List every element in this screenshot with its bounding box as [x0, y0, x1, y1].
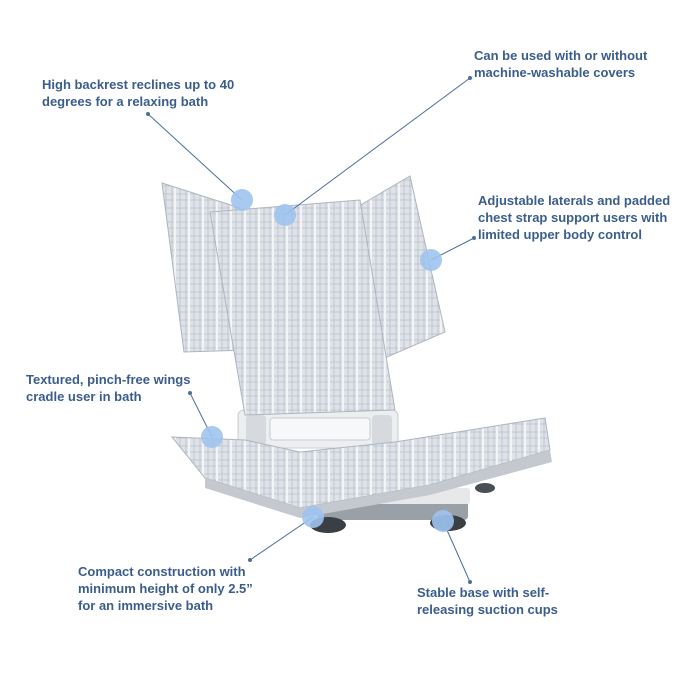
marker-construction — [302, 506, 324, 528]
callout-laterals: Adjustable laterals and padded chest str… — [478, 192, 670, 243]
backrest-center — [209, 199, 396, 416]
callout-construction: Compact construction with minimum height… — [78, 563, 253, 614]
chair-hinge — [237, 409, 399, 449]
callout-construction-line2: minimum height of only 2.5” — [78, 581, 253, 596]
callout-wings-line1: Textured, pinch-free wings — [26, 372, 191, 387]
callout-wings: Textured, pinch-free wings cradle user i… — [26, 371, 190, 405]
callout-laterals-line3: limited upper body control — [478, 227, 642, 242]
callout-laterals-line2: chest strap support users with — [478, 210, 668, 225]
callout-laterals-line1: Adjustable laterals and padded — [478, 193, 671, 208]
callout-covers-line2: machine-washable covers — [474, 65, 636, 80]
callout-backrest-line2: degrees for a relaxing bath — [42, 94, 209, 109]
marker-wings — [201, 426, 223, 448]
callout-base: Stable base with self- releasing suction… — [417, 584, 558, 618]
callout-construction-line1: Compact construction with — [78, 564, 246, 579]
marker-base — [432, 510, 454, 532]
callout-covers: Can be used with or without machine-wash… — [474, 47, 647, 81]
callout-base-line1: Stable base with self- — [417, 585, 550, 600]
marker-laterals — [420, 249, 442, 271]
leader-line-dots — [146, 76, 476, 584]
callout-base-line2: releasing suction cups — [417, 602, 558, 617]
callout-backrest-line1: High backrest reclines up to 40 — [42, 77, 235, 92]
marker-backrest — [231, 189, 253, 211]
marker-covers — [274, 204, 296, 226]
callout-backrest: High backrest reclines up to 40 degrees … — [42, 76, 234, 110]
callout-wings-line2: cradle user in bath — [26, 389, 142, 404]
callout-covers-line1: Can be used with or without — [474, 48, 648, 63]
feature-markers — [201, 189, 454, 532]
callout-construction-line3: for an immersive bath — [78, 598, 214, 613]
